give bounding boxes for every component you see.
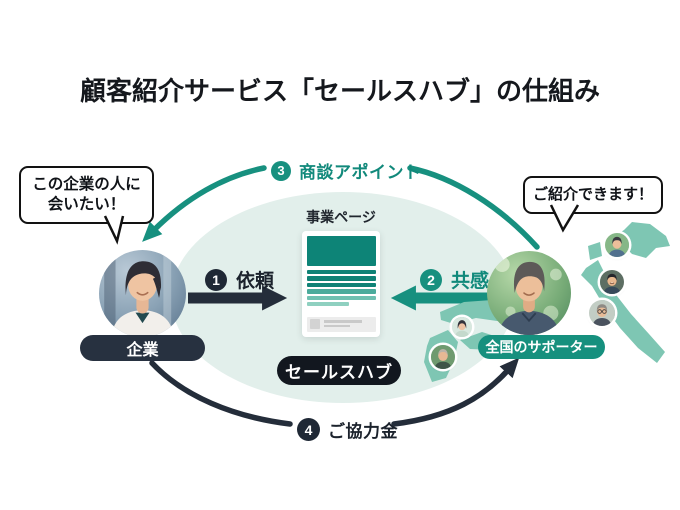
businesswoman-portrait-illustration (99, 250, 186, 337)
page-text-line (306, 276, 376, 281)
appointment-arc-left (142, 165, 267, 242)
fee-arc-left (149, 360, 293, 427)
company-photo (99, 250, 186, 337)
fee-arc-right (391, 357, 520, 427)
step-2-label: 共感 (451, 271, 490, 292)
step-4-label: ご協力金 (328, 422, 398, 441)
step-1-number-badge: 1 (205, 268, 227, 291)
page-hero-image-placeholder (306, 235, 376, 266)
step-4-fee: 4 ご協力金 (297, 417, 398, 442)
map-hokkaido (608, 222, 670, 258)
appointment-arc-right (407, 165, 540, 250)
business-page-card (302, 231, 380, 337)
supporter-mini-photo-woman (452, 317, 472, 337)
step-4-number-badge: 4 (297, 418, 320, 441)
step-3-number-badge: 3 (271, 160, 291, 181)
page-footer-line (323, 320, 362, 323)
supporter-mini-photo-glasses-man (589, 300, 615, 326)
step-3-appointment: 3 商談アポイント (271, 158, 422, 183)
page-footer-line (323, 324, 350, 328)
company-speech-line-1: この企業の人に (32, 175, 141, 193)
page-text-line (306, 295, 376, 301)
company-speech-line-2: 会いたい！ (47, 196, 126, 213)
company-speech-bubble: この企業の人に 会いたい！ (19, 166, 154, 224)
page-text-line (306, 269, 376, 275)
supporter-photo (487, 251, 571, 335)
supporters-pill: 全国のサポーター (478, 335, 605, 359)
supporter-mini-photo-man (605, 233, 629, 257)
step-1-request: 1 依頼 (205, 266, 274, 293)
diagram-title: 顧客紹介サービス「セールスハブ」の仕組み (79, 76, 600, 106)
supporter-speech-text: ご紹介できます！ (532, 186, 653, 204)
step-3-label: 商談アポイント (299, 163, 422, 182)
page-text-line (306, 289, 376, 294)
step-2-empathy: 2 共感 (420, 266, 489, 293)
supporter-speech-bubble: ご紹介できます！ (523, 176, 663, 214)
business-page-label: 事業ページ (306, 209, 376, 225)
page-text-line (306, 282, 376, 288)
service-name-pill: セールスハブ (277, 356, 401, 385)
company-speech-bubble-tail (103, 215, 125, 245)
page-footer-block (306, 316, 376, 332)
map-aomori (588, 242, 602, 260)
supporter-speech-bubble-tail (549, 204, 580, 233)
page-text-line (306, 302, 349, 307)
supporter-mini-photo-laughing-man (600, 270, 624, 294)
supporter-mini-photo-senior-man (431, 345, 455, 369)
company-pill: 企業 (80, 335, 205, 361)
step-2-number-badge: 2 (420, 268, 442, 291)
businessman-portrait-illustration (487, 251, 571, 335)
step-1-label: 依頼 (236, 271, 275, 292)
page-footer-thumbnail (310, 319, 320, 329)
